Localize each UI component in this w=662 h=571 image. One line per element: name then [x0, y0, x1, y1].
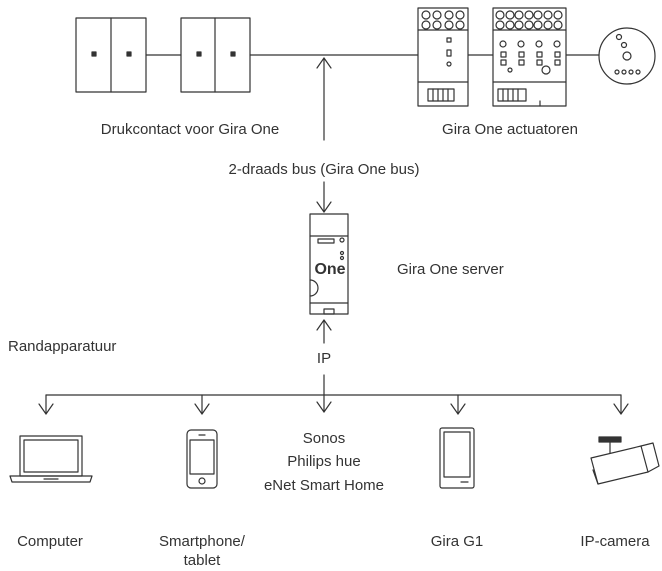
integration-sonos: Sonos	[302, 430, 346, 447]
peripherals-label: Randapparatuur	[8, 338, 117, 355]
smartphone-label-line2: tablet	[183, 552, 221, 569]
camera-label: IP-camera	[580, 533, 650, 550]
ip-label: IP	[316, 350, 332, 367]
distribution-line	[38, 394, 629, 415]
laptop-icon	[9, 435, 93, 483]
server-label: Gira One server	[397, 261, 504, 278]
server-logo-text: One	[314, 261, 345, 278]
integration-philips-hue: Philips hue	[287, 453, 361, 470]
bus-connection-arrow	[316, 57, 332, 213]
actuators-label: Gira One actuatoren	[442, 121, 578, 138]
actuator-icon-2	[492, 7, 567, 107]
push-button-icon-1	[75, 17, 147, 93]
bus-label: 2-draads bus (Gira One bus)	[228, 161, 420, 178]
gira-g1-icon	[439, 427, 475, 489]
gira-one-server-icon	[309, 213, 349, 315]
ip-camera-icon	[590, 436, 660, 485]
smartphone-label-line1: Smartphone/	[159, 533, 245, 550]
push-button-icon-2	[180, 17, 251, 93]
smartphone-icon	[186, 429, 218, 489]
actuator-icon-1	[417, 7, 469, 107]
ip-connection-arrow	[316, 319, 332, 413]
flush-actuator-icon	[598, 27, 656, 85]
computer-label: Computer	[17, 533, 83, 550]
integration-enet: eNet Smart Home	[263, 477, 385, 494]
g1-label: Gira G1	[430, 533, 484, 550]
push-buttons-label: Drukcontact voor Gira One	[100, 121, 280, 138]
